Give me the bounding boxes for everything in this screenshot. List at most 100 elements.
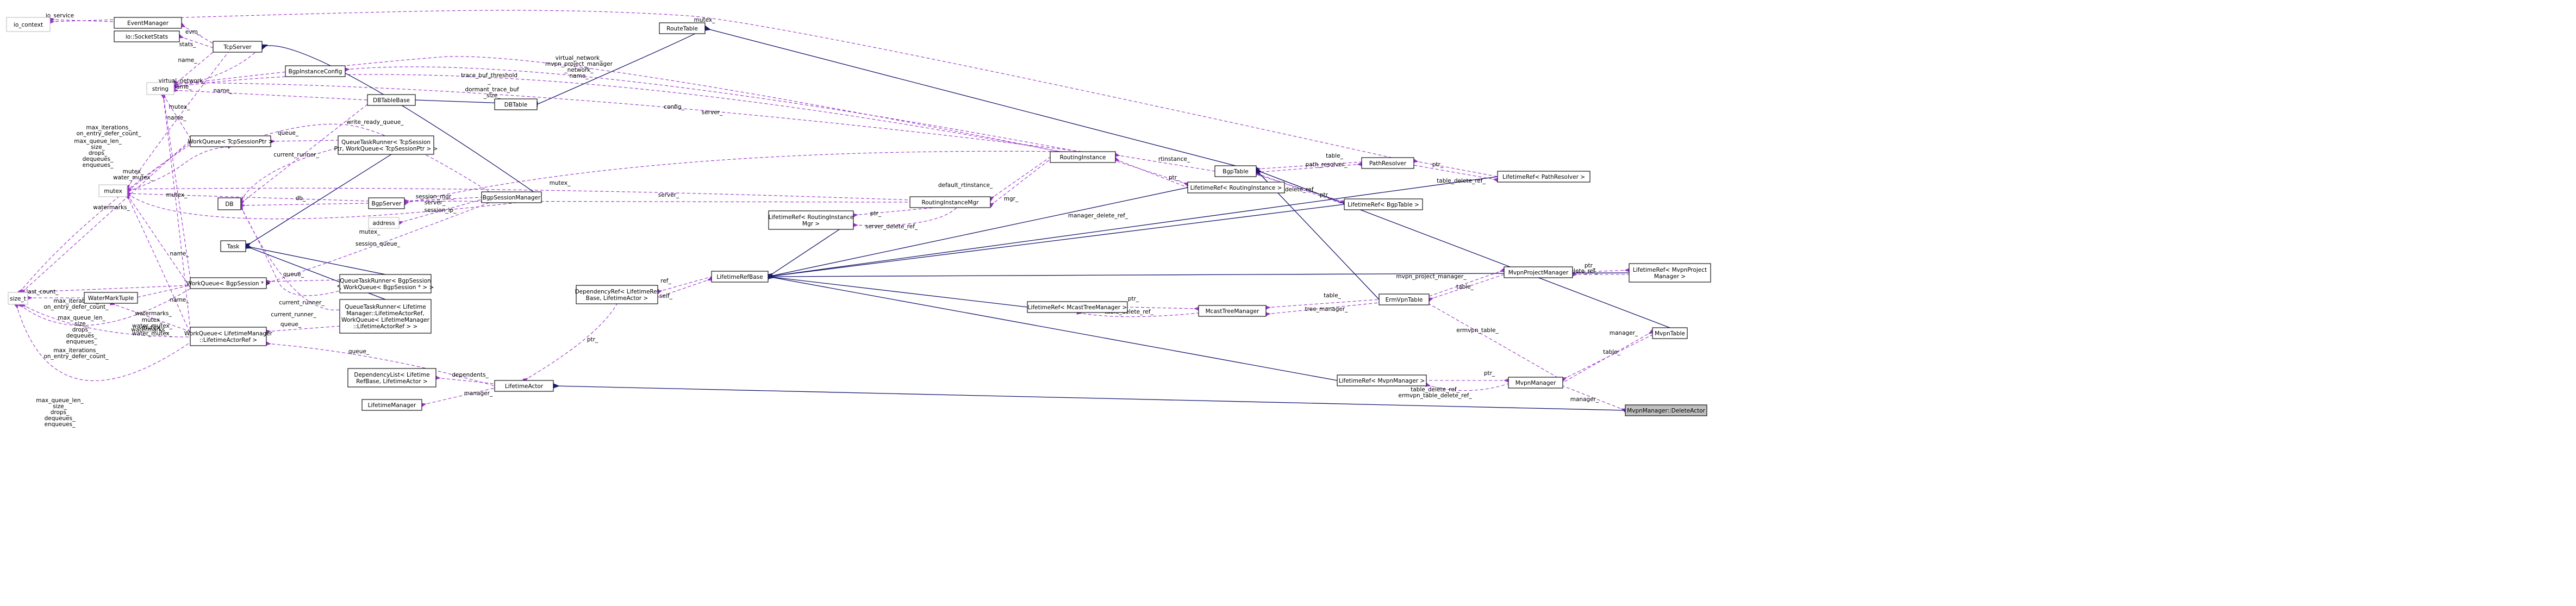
edge-label-db-server: db_ xyxy=(296,195,306,202)
class-node-bgp-table[interactable]: BgpTable xyxy=(1214,165,1257,177)
node-label: EventManager xyxy=(127,20,169,27)
node-label: RoutingInstanceMgr xyxy=(922,199,980,206)
node-box xyxy=(1652,327,1688,339)
class-node-routing-instance-mgr[interactable]: RoutingInstanceMgr xyxy=(909,196,991,208)
edge-label-last-count: last_count_ xyxy=(26,289,59,295)
edge-label-mutex-wq: mutex_water_mutex_ xyxy=(113,168,154,181)
node-box xyxy=(1379,293,1430,305)
class-node-qtrbgp[interactable]: QueueTaskRunner< BgpSession*, WorkQueue<… xyxy=(337,274,434,293)
class-node-lifetime-actor[interactable]: LifetimeActor xyxy=(494,380,554,392)
class-node-bgp-instance-config[interactable]: BgpInstanceConfig xyxy=(285,65,346,77)
class-node-dbtable[interactable]: DBTable xyxy=(494,98,538,110)
usage-edge-1 xyxy=(180,23,214,44)
usage-edge-16 xyxy=(173,56,1061,152)
usage-edge-54 xyxy=(20,302,191,338)
class-node-address[interactable]: address xyxy=(368,217,400,229)
class-node-delete-actor[interactable]: MvpnManager::DeleteActor xyxy=(1625,404,1707,416)
class-node-db[interactable]: DB xyxy=(217,197,241,210)
class-node-work-queue-bgp[interactable]: WorkQueue< BgpSession * > xyxy=(186,277,271,289)
class-node-mvpn-table[interactable]: MvpnTable xyxy=(1652,327,1688,339)
class-node-dbtable-base[interactable]: DBTableBase xyxy=(367,94,416,106)
class-node-lrmvpn-manager[interactable]: LifetimeRef< MvpnManager > xyxy=(1337,374,1427,386)
edge-label-queue-lt2: queue_ xyxy=(348,348,370,355)
class-node-lrmcast-tree-manager[interactable]: LifetimeRef< McastTreeManager > xyxy=(1027,301,1128,313)
class-node-work-queue-tcp[interactable]: WorkQueue< TcpSessionPtr > xyxy=(188,135,273,147)
node-box xyxy=(217,197,241,210)
node-label: io::SocketStats xyxy=(126,34,168,40)
node-label: LifetimeManager xyxy=(368,402,416,409)
node-label: RouteTable xyxy=(666,26,698,32)
class-node-lrpath-resolver[interactable]: LifetimeRef< PathResolver > xyxy=(1497,171,1590,183)
edge-label-mutex-bgpserver: mutex_ xyxy=(166,192,188,198)
class-node-mvpn-manager[interactable]: MvpnManager xyxy=(1508,377,1563,389)
usage-edge-32 xyxy=(1256,161,1363,173)
class-node-work-queue-lifetime[interactable]: WorkQueue< LifetimeManager::LifetimeActo… xyxy=(184,327,273,346)
edge-label-tree-manager: tree_manager_ xyxy=(1305,306,1349,313)
usage-edge-29 xyxy=(1115,160,1189,187)
edge-label-ptr-dep: ptr_ xyxy=(587,336,598,343)
usage-edge-39 xyxy=(403,197,482,204)
edge-label-table-pr: table_ xyxy=(1326,153,1344,159)
node-box xyxy=(8,292,28,305)
class-node-mutex[interactable]: mutex xyxy=(98,184,128,197)
class-node-route-table[interactable]: RouteTable xyxy=(659,22,706,34)
node-label: BgpSessionManager xyxy=(483,195,541,201)
edge-label-dormant-trace: dormant_trace_buf_size_ xyxy=(465,86,519,99)
node-label: MvpnProjectManager xyxy=(1508,270,1569,276)
class-node-size_t[interactable]: size_t xyxy=(8,292,28,305)
edge-label-ptr-lrbt: ptr_ xyxy=(1320,192,1331,198)
class-node-event-manager[interactable]: EventManager xyxy=(114,17,182,29)
node-label: LifetimeRefBase xyxy=(716,274,763,280)
inheritance-edge-81 xyxy=(703,25,1236,166)
node-label: LifetimeRef< PathResolver > xyxy=(1502,174,1585,180)
node-label: size_t xyxy=(10,296,26,302)
class-node-mvpn-project-manager[interactable]: MvpnProjectManager xyxy=(1504,266,1573,278)
usage-edge-38 xyxy=(126,191,369,202)
usage-edge-47 xyxy=(21,285,191,295)
usage-edge-22 xyxy=(126,187,910,201)
usage-edge-42 xyxy=(125,191,517,220)
node-box xyxy=(1337,374,1427,386)
class-node-bgp-server[interactable]: BgpServer xyxy=(368,197,405,209)
node-box xyxy=(1361,157,1414,169)
edge-label-table-mcast: table_ xyxy=(1324,292,1342,299)
node-label: WorkQueue< TcpSessionPtr > xyxy=(188,139,273,145)
class-node-string[interactable]: string xyxy=(146,82,174,95)
node-box xyxy=(711,271,769,283)
usage-edge-76 xyxy=(1561,334,1653,382)
usage-edge-0 xyxy=(49,17,115,22)
class-node-tcp-server[interactable]: TcpServer xyxy=(213,41,263,53)
edge-label-maxq-lt: max_queue_len_size_drops_dequeues_enqueu… xyxy=(36,397,84,428)
node-box xyxy=(1050,151,1116,163)
class-node-mcast-tree-manager[interactable]: McastTreeManager xyxy=(1198,305,1267,317)
class-node-path-resolver[interactable]: PathResolver xyxy=(1361,157,1414,169)
class-node-io_context[interactable]: io_context xyxy=(6,17,51,32)
class-node-lifetime-manager[interactable]: LifetimeManager xyxy=(361,399,422,411)
usage-edge-18 xyxy=(344,66,1080,152)
usage-edge-12 xyxy=(239,147,339,203)
class-node-routing-instance[interactable]: RoutingInstance xyxy=(1050,151,1116,163)
edge-label-watermarks-lt: watermarks_ xyxy=(131,327,168,333)
class-node-bgp-session-manager[interactable]: BgpSessionManager xyxy=(481,191,542,203)
node-box xyxy=(768,210,854,230)
class-node-lrrouting-instance[interactable]: LifetimeRef< RoutingInstance > xyxy=(1187,182,1285,193)
usage-edge-44 xyxy=(265,279,340,284)
class-node-erm-vpn-table[interactable]: ErmVpnTable xyxy=(1379,293,1430,305)
node-box xyxy=(1625,404,1707,416)
usage-edge-57 xyxy=(239,205,340,311)
class-node-task[interactable]: Task xyxy=(220,240,246,252)
class-node-water-mark-tuple[interactable]: WaterMarkTuple xyxy=(84,292,138,304)
class-node-socket-stats[interactable]: io::SocketStats xyxy=(114,30,180,42)
node-box xyxy=(98,184,128,197)
node-label: address xyxy=(372,220,395,227)
class-node-lrbgp-table[interactable]: LifetimeRef< BgpTable > xyxy=(1344,198,1423,210)
usage-edge-66 xyxy=(1265,299,1380,310)
class-node-lifetime-ref-base[interactable]: LifetimeRefBase xyxy=(711,271,769,283)
